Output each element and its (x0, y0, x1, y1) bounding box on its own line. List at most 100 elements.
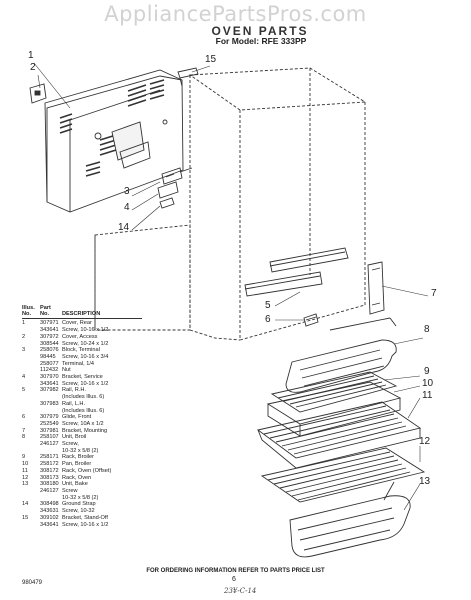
row-illus-no: 10 (22, 461, 29, 468)
row-part-no: 308180 (40, 481, 59, 488)
row-part-no (40, 408, 62, 415)
oven-cabinet-frame (94, 67, 367, 341)
row-description: Rail, R.H. (62, 387, 86, 394)
bake-unit-part (289, 481, 411, 558)
row-part-no (40, 495, 62, 502)
row-illus-no (22, 394, 40, 401)
row-description: Rack, Oven (Offset) (62, 467, 112, 474)
row-illus-no (22, 488, 40, 495)
row-part-no (40, 394, 62, 401)
row-illus-no (22, 421, 40, 428)
row-part-no: 307981 (40, 427, 59, 434)
leader-lines (33, 62, 429, 511)
row-part-no: 343641 (40, 380, 59, 387)
row-description: Bracket, Stand-Off (62, 514, 108, 521)
row-description: Rail, L.H. (62, 400, 86, 407)
ordering-footer: FOR ORDERING INFORMATION REFER TO PARTS … (146, 568, 325, 574)
col-part-header: Part (40, 305, 51, 311)
row-illus-no: 4 (22, 374, 26, 381)
row-part-no: 308498 (40, 501, 59, 508)
callout-5: 5 (265, 300, 271, 311)
row-description: Nut (62, 367, 71, 374)
row-illus-no: 8 (22, 434, 26, 441)
row-illus-no: 7 (22, 427, 26, 434)
callout-4: 4 (124, 202, 130, 213)
row-illus-no (22, 361, 40, 368)
handwritten-note: 23¥-C-14 (224, 587, 257, 595)
row-illus-no: 11 (22, 467, 28, 474)
row-description: Rack, Oven (62, 474, 92, 481)
table-row: 10-32 x 5/8 (2) (22, 495, 142, 502)
row-description: Screw, 10-24 x 1/2 (62, 340, 109, 347)
row-description: Terminal, 1/4 (62, 360, 95, 367)
row-illus-no (22, 408, 40, 415)
row-description: 10-32 x 5/8 (2) (62, 447, 99, 454)
row-illus-no (22, 441, 40, 448)
row-part-no: 308173 (40, 474, 59, 481)
row-illus-no (22, 341, 40, 348)
row-illus-no: 2 (22, 333, 26, 340)
row-illus-no: 9 (22, 454, 26, 461)
oven-rail-part (244, 247, 349, 297)
row-description: Screw, (62, 441, 79, 448)
row-illus-no (22, 508, 40, 515)
broil-unit-part (285, 317, 397, 393)
row-part-no: 307979 (40, 414, 59, 421)
terminal-block-part (157, 167, 193, 209)
row-part-no: 343631 (40, 508, 59, 515)
row-part-no: 343641 (40, 521, 59, 528)
col-part-no-header: No. (40, 311, 50, 318)
row-description: Block, Terminal (62, 347, 100, 354)
row-illus-no: 14 (22, 501, 29, 508)
callout-12: 12 (419, 436, 431, 447)
page-title: OVEN PARTS (211, 24, 309, 38)
row-illus-no: 15 (22, 514, 29, 521)
page-number: 6 (232, 576, 236, 583)
row-description: Glide, Front (62, 414, 92, 421)
row-part-no (40, 448, 62, 455)
callout-10: 10 (422, 378, 434, 389)
row-description: Bracket, Service (62, 374, 103, 381)
callout-3: 3 (124, 186, 130, 197)
row-description: 10-32 x 5/8 (2) (62, 494, 99, 501)
row-illus-no: 5 (22, 387, 26, 394)
watermark: AppliancePartsPros.com (104, 2, 367, 26)
parts-table-header: Illus. Part (22, 305, 142, 311)
front-glide-part (303, 313, 319, 327)
row-description: Pan, Broiler (62, 461, 92, 468)
row-illus-no: 12 (22, 474, 29, 481)
row-part-no: 98445 (40, 353, 56, 360)
rear-cover-part (44, 69, 184, 213)
row-illus-no (22, 522, 40, 529)
callout-2: 2 (30, 62, 36, 73)
row-part-no: 258172 (40, 461, 59, 468)
table-row: (Includes Illus. 6) (22, 408, 142, 415)
row-part-no: 307970 (40, 374, 59, 381)
document-number: 980479 (22, 580, 43, 586)
callout-11: 11 (422, 390, 433, 401)
callout-1: 1 (28, 50, 34, 61)
row-description: Screw, 10-16 x 1/2 (62, 380, 109, 387)
row-part-no: 246127 (40, 441, 59, 448)
row-part-no: 308172 (40, 467, 59, 474)
table-row: 10-32 x 5/8 (2) (22, 448, 142, 455)
row-part-no: 309102 (40, 514, 59, 521)
row-description: Screw, 10-32 (62, 508, 95, 515)
col-illus-no-header: No. (22, 311, 32, 318)
row-part-no: 307972 (40, 333, 59, 340)
parts-table-header-2: No. No. DESCRIPTION (22, 311, 142, 317)
